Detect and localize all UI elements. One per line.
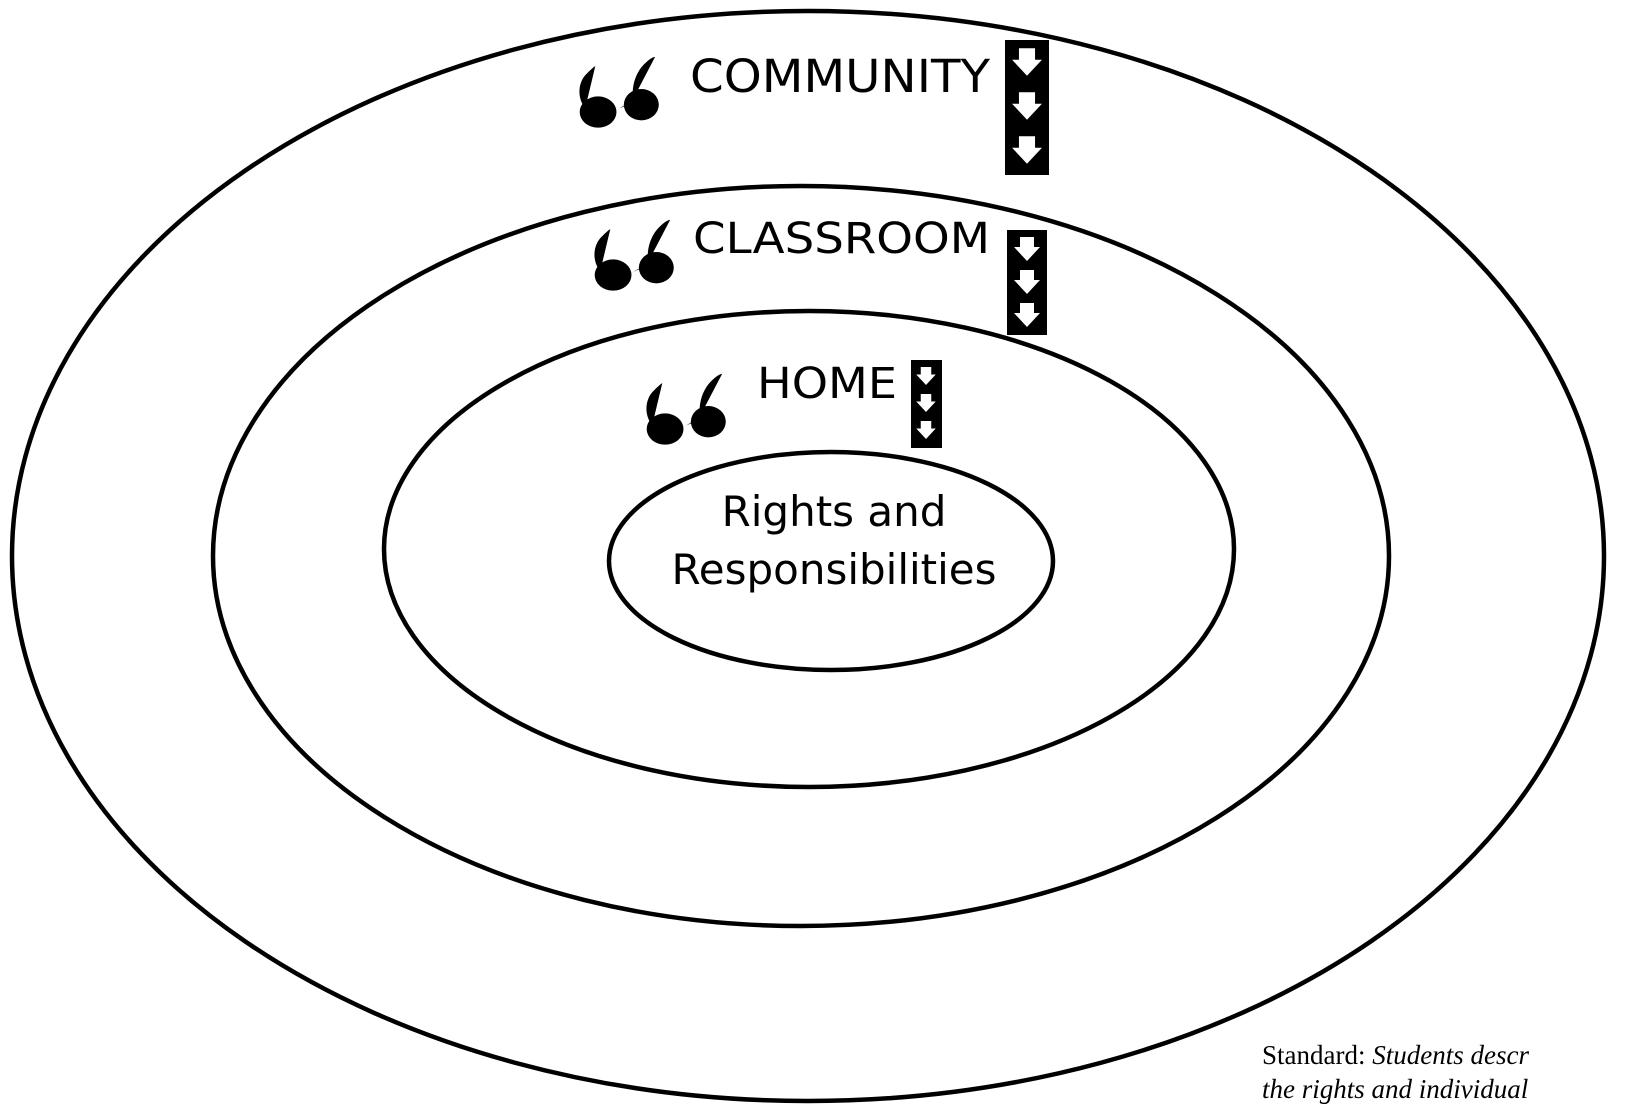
classroom-label: CLASSROOM (693, 214, 990, 264)
center-label-line1: Rights and (722, 487, 947, 536)
standard-line-2: the rights and individual (1262, 1072, 1631, 1106)
center-ring (606, 449, 1056, 673)
standard-text-part2: the rights and individual (1262, 1074, 1529, 1104)
standard-prefix: Standard: (1262, 1040, 1373, 1070)
glasses-icon (579, 56, 659, 128)
classroom-ring (210, 183, 1392, 929)
down-arrow-icon (911, 360, 942, 448)
home-ring (381, 308, 1237, 790)
center-label-line2: Responsibilities (671, 545, 996, 594)
home-label: HOME (757, 359, 897, 409)
glasses-icon (646, 373, 726, 445)
community-ring (9, 8, 1607, 1104)
down-arrow-icon (1005, 40, 1049, 175)
community-label: COMMUNITY (690, 50, 991, 103)
glasses-icon (594, 219, 674, 291)
standard-caption: Standard: Students descr the rights and … (1262, 1038, 1631, 1106)
down-arrow-icon (1007, 230, 1047, 335)
standard-text-part1: Students descr (1372, 1040, 1529, 1070)
standard-line-1: Standard: Students descr (1262, 1038, 1631, 1072)
